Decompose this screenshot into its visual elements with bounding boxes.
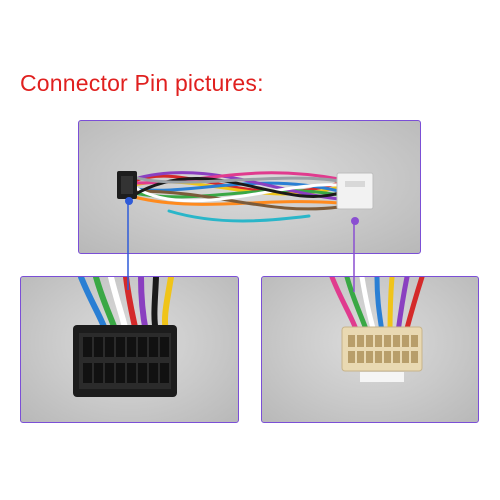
white-connector-photo-panel <box>261 276 479 423</box>
black-connector-photo-panel <box>20 276 239 423</box>
black-connector-marker <box>125 197 133 205</box>
harness-icon <box>117 171 374 225</box>
white-connector-marker <box>351 217 359 225</box>
black-connector-icon <box>73 277 177 397</box>
page-title: Connector Pin pictures: <box>20 70 264 96</box>
white-connector-icon <box>329 277 425 382</box>
harness-photo-panel <box>78 120 421 254</box>
